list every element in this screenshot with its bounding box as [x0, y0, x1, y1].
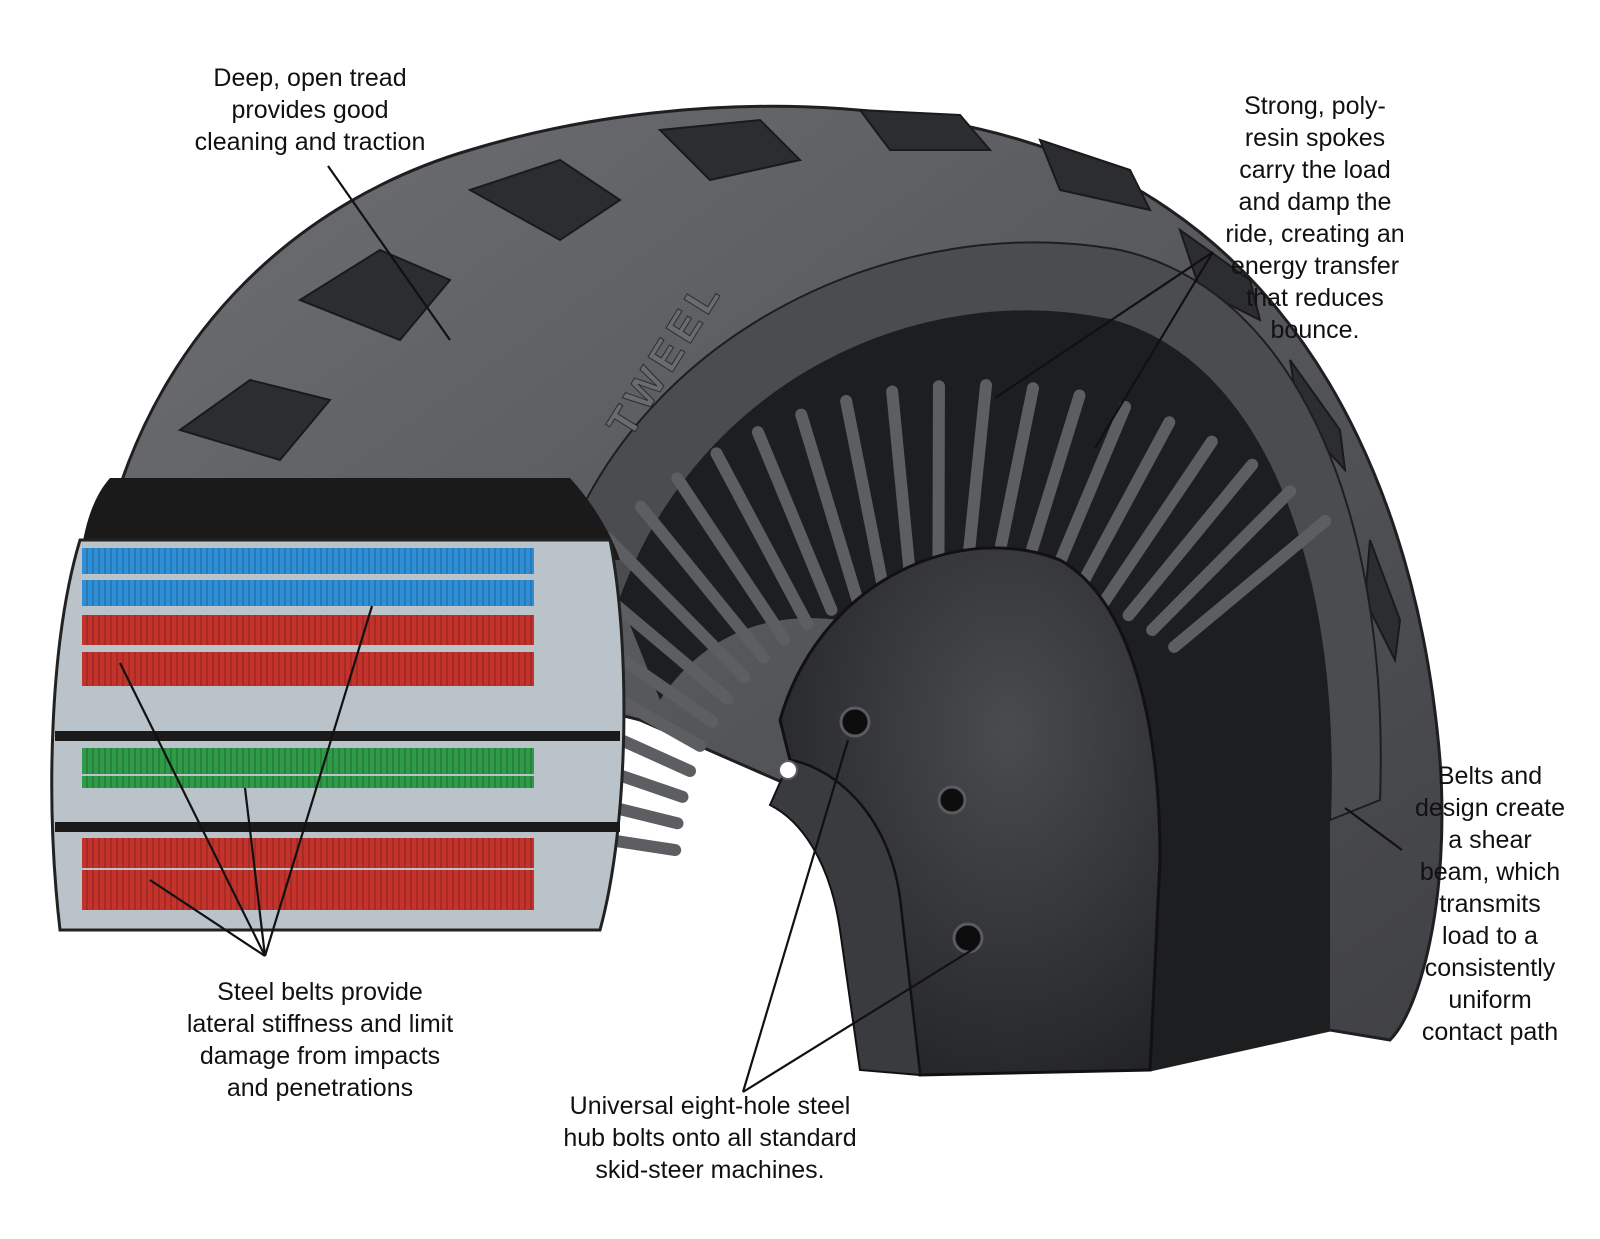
hub-bolt-hole	[952, 922, 984, 954]
leader-belts-c	[263, 605, 374, 957]
spoke	[710, 447, 814, 630]
leader-belts-a	[119, 662, 266, 957]
leader-shear	[1344, 807, 1403, 851]
steel-belt-layers	[82, 548, 534, 910]
hub-bolt-hole	[937, 785, 967, 815]
spoke	[634, 500, 770, 664]
leader-hub-b	[742, 947, 976, 1093]
spoke	[751, 426, 838, 616]
spoke	[988, 382, 1040, 582]
steel-belt-texture	[82, 748, 534, 774]
spoke	[1097, 435, 1218, 609]
spoke	[601, 532, 751, 684]
steel-belt-texture	[82, 838, 534, 868]
steel-belt-texture	[82, 615, 534, 645]
tread-lug	[467, 158, 622, 242]
spoke	[1168, 515, 1332, 653]
tread-lug	[1038, 138, 1152, 212]
tread-lug	[297, 248, 452, 342]
leader-spokes-a	[994, 251, 1214, 399]
spoke	[1071, 416, 1176, 599]
spoke	[886, 385, 917, 588]
leader-belts-b	[243, 787, 267, 957]
steel-belt-texture	[82, 548, 534, 574]
leader-hub-a	[741, 739, 850, 1093]
tread-lug	[657, 118, 802, 182]
tread-lug	[1363, 539, 1402, 664]
spoke	[671, 472, 791, 646]
spoke	[1016, 389, 1086, 585]
steel-belt-texture	[82, 580, 534, 606]
steel-belt-texture	[82, 870, 534, 910]
leader-spokes-b	[1094, 251, 1214, 449]
hub-bolt-hole	[839, 706, 871, 738]
steel-belt-texture	[82, 652, 534, 686]
spoke	[1044, 400, 1132, 591]
spoke	[932, 380, 945, 584]
leader-tread	[327, 165, 451, 341]
tread-lug	[1178, 227, 1262, 322]
leader-belts-d	[149, 879, 266, 957]
spoke	[795, 408, 863, 605]
callout-shear-beam: Belts and design create a shear beam, wh…	[1414, 762, 1566, 1046]
spoke	[1122, 458, 1259, 622]
callout-tread: Deep, open tread provides good cleaning …	[194, 64, 426, 156]
spoke	[960, 379, 993, 582]
tread-lug	[857, 108, 993, 151]
spoke	[840, 395, 890, 595]
callout-steel-belts: Steel belts provide lateral stiffness an…	[186, 978, 454, 1102]
steel-belt-texture	[82, 776, 534, 788]
callout-hub: Universal eight-hole steel hub bolts ont…	[563, 1092, 857, 1184]
leader-lines	[119, 165, 1403, 1093]
tread-lugs	[177, 108, 1402, 664]
spoke	[1146, 485, 1297, 637]
callout-spokes: Strong, poly- resin spokes carry the loa…	[1225, 92, 1405, 344]
tread-lug	[177, 378, 332, 462]
hub-flange	[768, 758, 922, 1077]
hub-bolt-hole	[778, 760, 798, 780]
